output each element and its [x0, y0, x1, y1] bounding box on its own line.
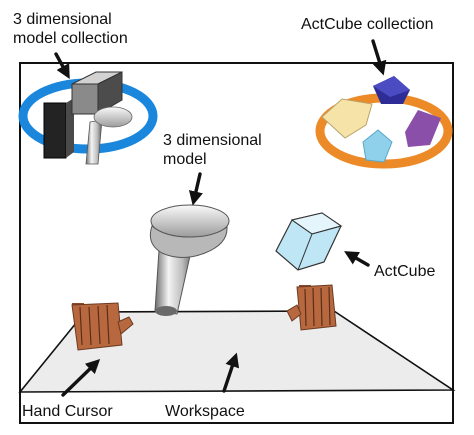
label-actcube: ActCube — [374, 263, 436, 280]
arrow-hand-cursor — [61, 359, 101, 397]
workspace-frame — [19, 62, 454, 424]
label-workspace: Workspace — [165, 403, 245, 420]
hand-cursor-icon — [71, 302, 134, 351]
arrow-model-collection — [54, 52, 70, 80]
arrow-model — [188, 172, 203, 206]
label-hand-cursor: Hand Cursor — [22, 403, 113, 420]
label-actcube-collection: ActCube collection — [301, 16, 434, 33]
arrow-actcube — [344, 251, 370, 267]
hand-cursor-right-icon — [286, 284, 337, 331]
arrow-actcube-collection — [371, 39, 387, 76]
actcube-icon — [275, 212, 343, 271]
model-icon — [149, 204, 230, 316]
workspace-floor — [18, 310, 456, 393]
label-model-collection: 3 dimensional model collection — [13, 11, 128, 47]
label-model: 3 dimensional model — [163, 132, 262, 168]
actcube-collection-icon — [315, 76, 453, 169]
model-collection-icon — [18, 71, 158, 165]
arrow-workspace — [222, 352, 240, 393]
